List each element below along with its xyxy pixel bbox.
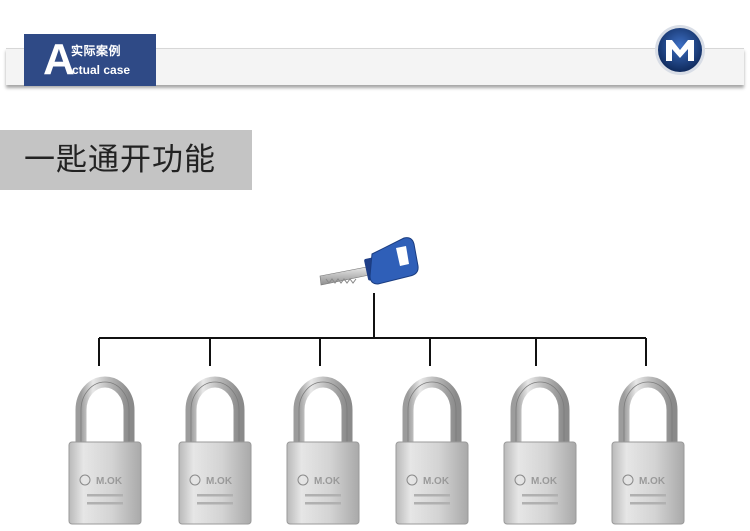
padlock-brand: M.OK [314,476,341,487]
connector-lines [98,293,647,366]
key-padlock-diagram: M.OK M.OK M.OK M.OK M.OK M.OK [68,237,685,525]
padlock-brand: M.OK [639,476,666,487]
padlock-brand: M.OK [423,476,450,487]
padlock-icon: M.OK [611,376,685,525]
badge-title-cn: 实际案例 [71,44,122,58]
padlock-icon: M.OK [503,376,577,525]
blue-key-icon [319,237,419,286]
section-badge [24,34,156,86]
padlock-icon: M.OK [178,376,252,525]
padlock-icon: M.OK [68,376,142,525]
badge-title-en: ctual case [72,63,131,77]
page-title: 一匙通开功能 [24,142,216,178]
padlock-icon: M.OK [286,376,360,525]
padlock-brand: M.OK [96,476,123,487]
padlock-icon: M.OK [395,376,469,525]
m-brand-logo-icon [655,25,705,75]
badge-letter: A [43,35,75,84]
padlock-brand: M.OK [531,476,558,487]
title-box [0,130,252,190]
padlock-brand: M.OK [206,476,233,487]
